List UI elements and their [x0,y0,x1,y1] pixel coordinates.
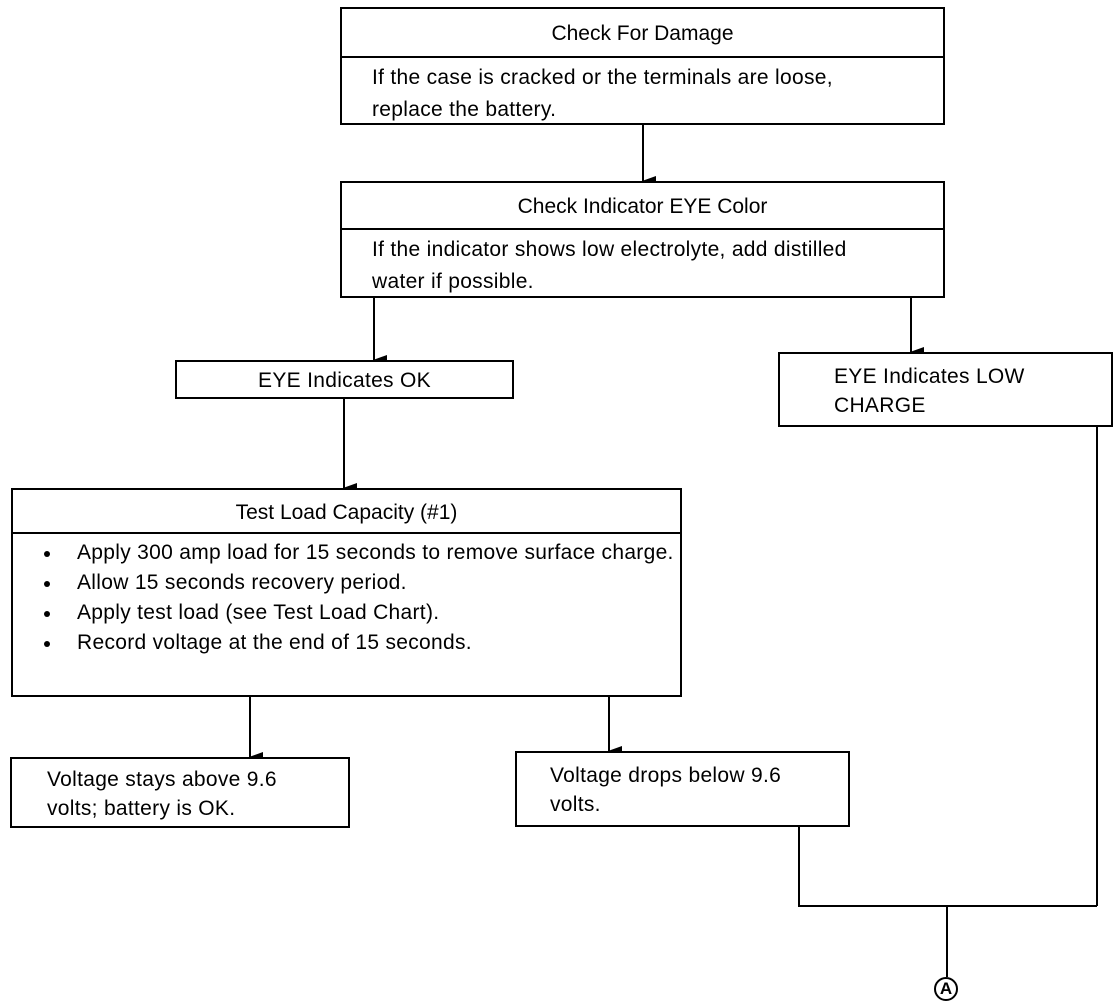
bullet-icon [44,611,50,617]
load-test-step-text: Apply test load (see Test Load Chart). [77,601,440,624]
load-test-step-text: Record voltage at the end of 15 seconds. [77,631,472,654]
load-test-step-text: Apply 300 amp load for 15 seconds to rem… [77,541,674,564]
voltage-below-box: Voltage drops below 9.6 volts. [515,751,850,827]
check-damage-box: Check For Damage If the case is cracked … [340,7,945,125]
load-test-steps: Apply 300 amp load for 15 seconds to rem… [13,534,680,658]
bullet-icon [44,551,50,557]
voltage-above-box: Voltage stays above 9.6 volts; battery i… [10,757,350,828]
eye-low-charge-label: EYE Indicates LOW CHARGE [834,365,1025,417]
eye-low-charge-box: EYE Indicates LOW CHARGE [778,352,1113,427]
load-test-step: Apply 300 amp load for 15 seconds to rem… [13,538,680,568]
voltage-above-label: Voltage stays above 9.6 volts; battery i… [47,768,277,820]
bullet-icon [44,581,50,587]
load-test-step: Record voltage at the end of 15 seconds. [13,628,680,658]
check-damage-title: Check For Damage [342,9,943,58]
check-eye-title: Check Indicator EYE Color [342,183,943,230]
check-eye-box: Check Indicator EYE Color If the indicat… [340,181,945,298]
load-test-box: Test Load Capacity (#1) Apply 300 amp lo… [11,488,682,697]
eye-ok-box: EYE Indicates OK [175,360,514,399]
load-test-step-text: Allow 15 seconds recovery period. [77,571,407,594]
voltage-below-label: Voltage drops below 9.6 volts. [550,764,782,816]
load-test-step: Apply test load (see Test Load Chart). [13,598,680,628]
line-voltage-below-to-merge [798,826,1097,907]
check-eye-body: If the indicator shows low electrolyte, … [372,238,847,293]
load-test-title: Test Load Capacity (#1) [13,490,680,534]
bullet-icon [44,641,50,647]
eye-ok-label: EYE Indicates OK [258,369,431,392]
check-damage-body: If the case is cracked or the terminals … [372,66,833,121]
load-test-step: Allow 15 seconds recovery period. [13,568,680,598]
offpage-connector-a: A [934,977,958,1001]
